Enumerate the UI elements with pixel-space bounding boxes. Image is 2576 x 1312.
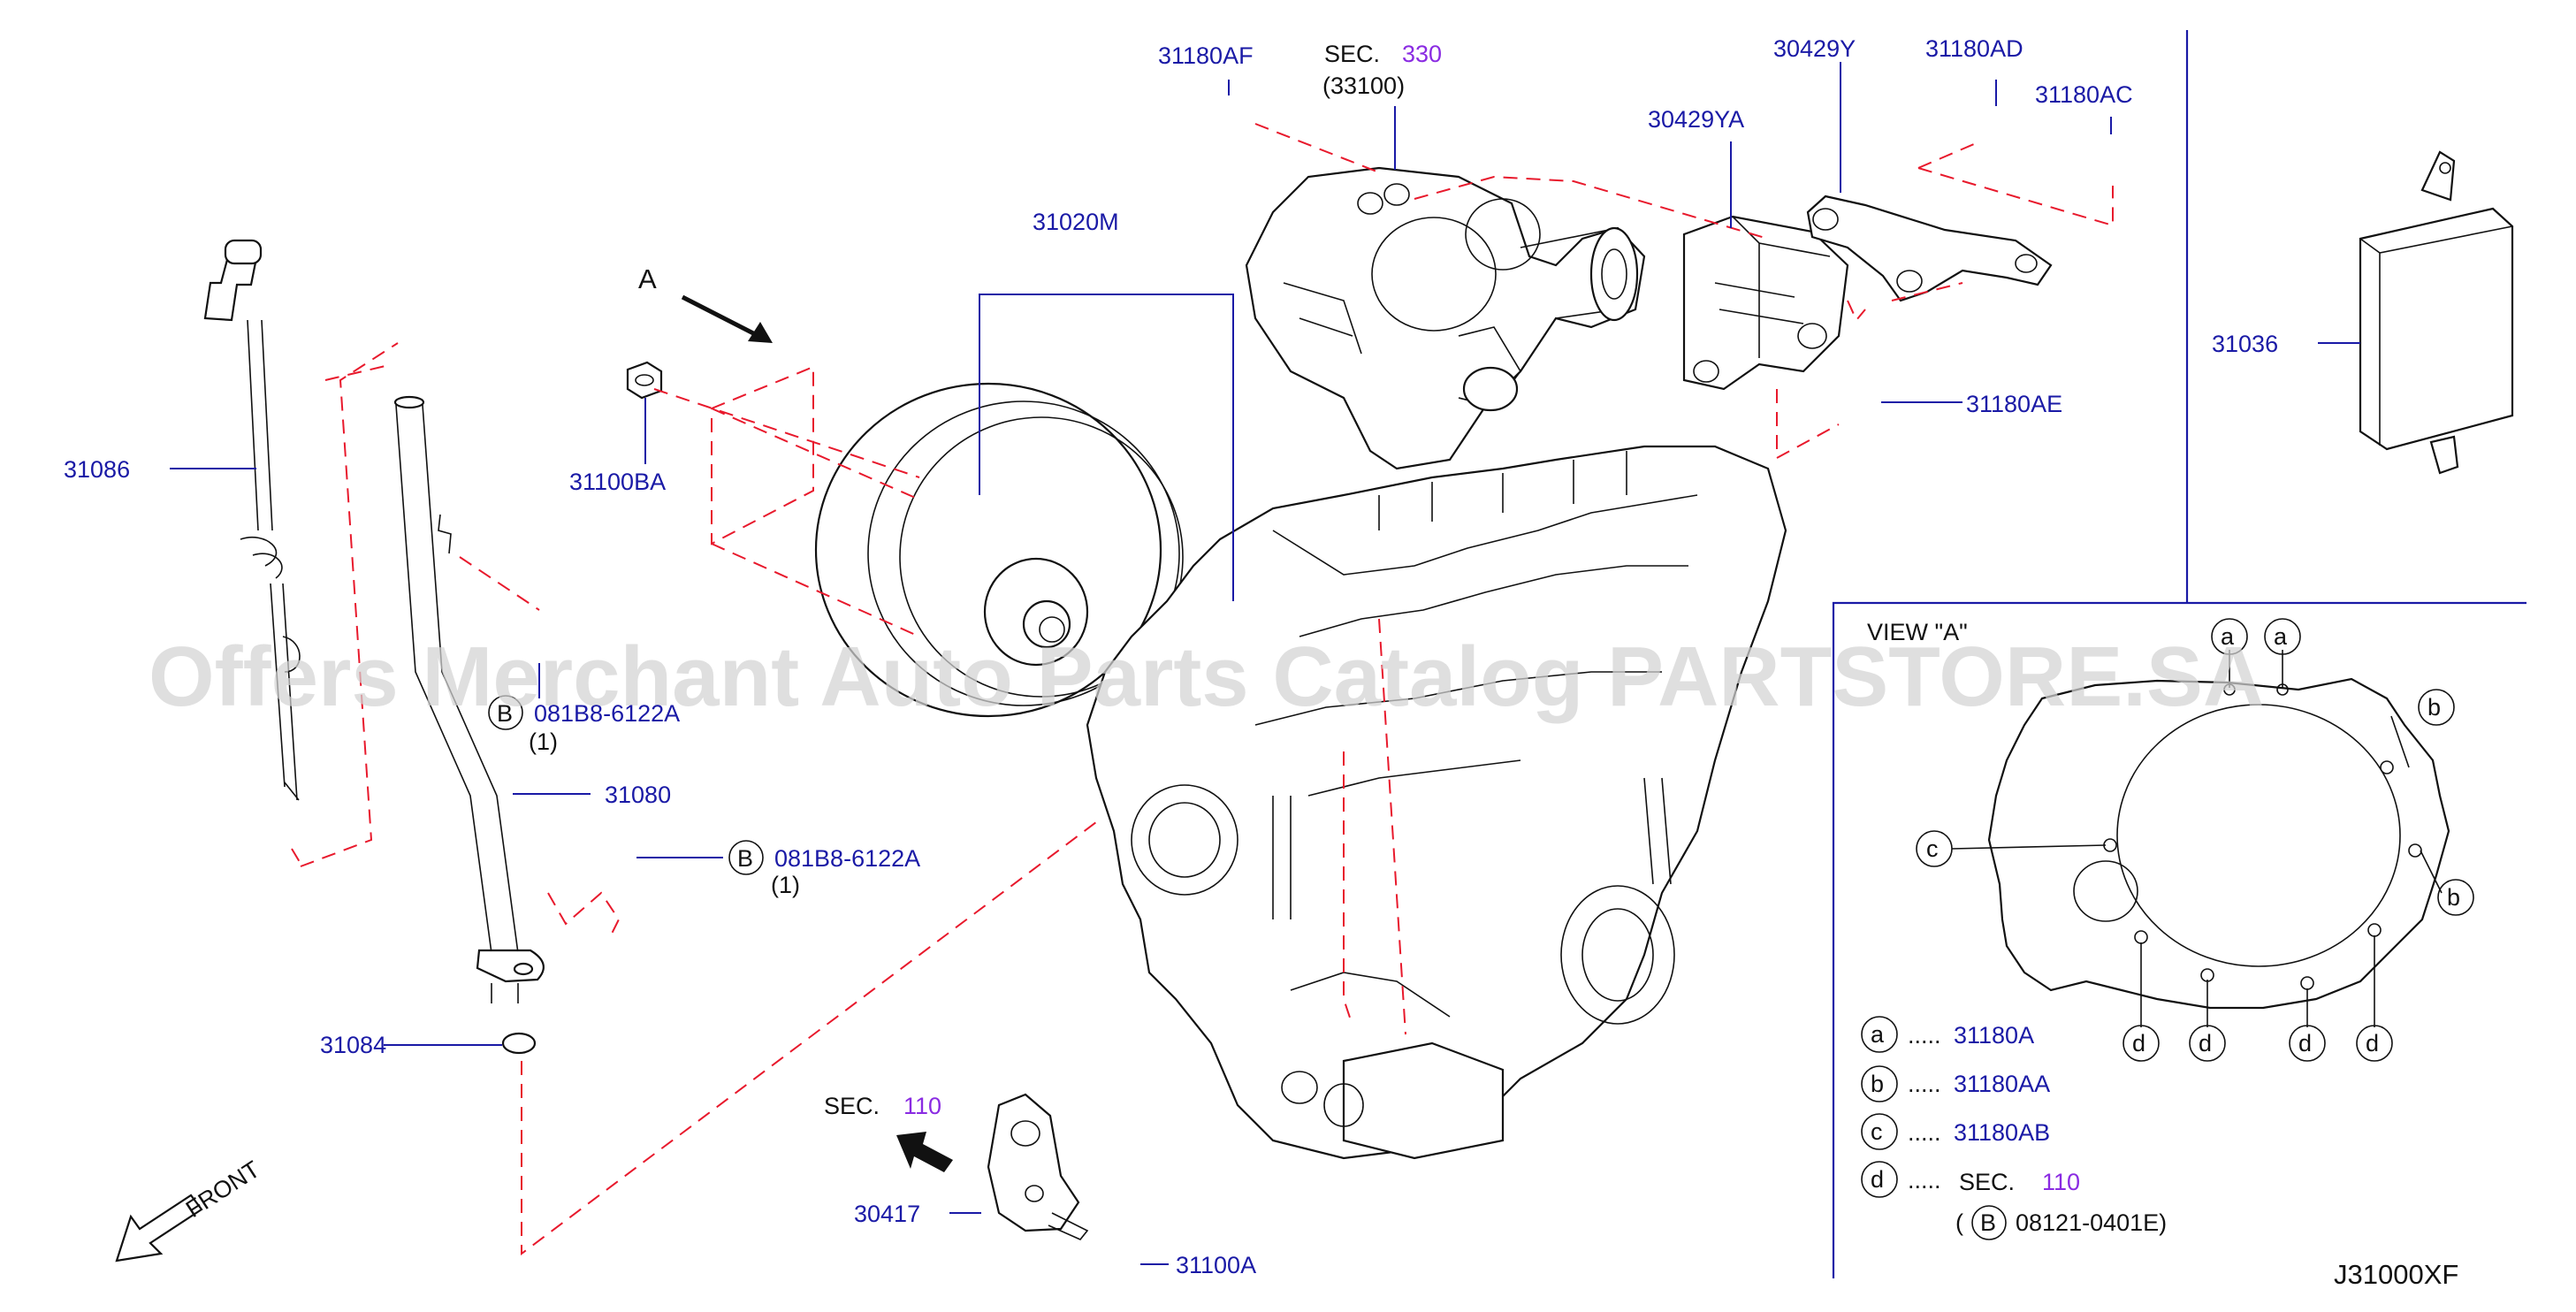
bolt-ref-1-qty: (1) bbox=[529, 728, 558, 755]
tcm-31036[interactable] bbox=[2359, 0, 2514, 475]
legend-dots: ..... bbox=[1908, 1071, 1941, 1097]
front-arrow-icon bbox=[115, 1194, 203, 1262]
label-31084[interactable]: 31084 bbox=[320, 1032, 386, 1058]
view-a-arrow-label: A bbox=[638, 263, 657, 294]
bracket-30417[interactable] bbox=[987, 1093, 1089, 1240]
letter-d: d bbox=[2132, 1030, 2145, 1056]
legend-dots: ..... bbox=[1908, 1167, 1941, 1194]
legend-dots: ..... bbox=[1908, 1119, 1941, 1146]
legend-letter: c bbox=[1871, 1118, 1883, 1145]
sec-110-prefix: SEC. bbox=[824, 1093, 880, 1119]
letter-a: a bbox=[2274, 623, 2288, 650]
letter-d: d bbox=[2199, 1030, 2212, 1056]
nut-31100BA[interactable] bbox=[626, 361, 663, 400]
sec-330-sub: (33100) bbox=[1322, 72, 1405, 99]
transfer-unit-33100[interactable] bbox=[1245, 166, 1646, 470]
legend-letter: b bbox=[1871, 1071, 1884, 1097]
sec110-arrow-icon bbox=[896, 1132, 953, 1172]
sec-330-link[interactable]: 330 bbox=[1402, 41, 1442, 67]
label-30429YA[interactable]: 30429YA bbox=[1648, 106, 1744, 133]
svg-text:B: B bbox=[737, 845, 753, 872]
letter-b: b bbox=[2427, 694, 2441, 721]
legend-letter: a bbox=[1871, 1021, 1885, 1048]
label-30417[interactable]: 30417 bbox=[854, 1201, 920, 1227]
svg-text:B: B bbox=[497, 700, 513, 727]
bolt-ref-2-qty: (1) bbox=[771, 872, 800, 898]
label-31020M[interactable]: 31020M bbox=[1033, 209, 1119, 235]
sec-330-prefix: SEC. bbox=[1324, 41, 1380, 67]
sec-110-link[interactable]: 110 bbox=[903, 1093, 941, 1119]
legend-sec-prefix: SEC. bbox=[1959, 1169, 2015, 1195]
legend-part-31180AB[interactable]: 31180AB bbox=[1954, 1119, 2050, 1146]
bracket-30429YA[interactable] bbox=[1682, 215, 1849, 391]
letter-a: a bbox=[2221, 623, 2235, 650]
view-letter-markers: a a b b c d d d d bbox=[1916, 618, 2474, 1062]
transaxle-31100A[interactable] bbox=[1086, 445, 1787, 1160]
front-label: FRONT bbox=[181, 1156, 264, 1223]
legend-row-a: a ..... 31180A bbox=[1861, 1016, 2034, 1053]
view-a-title: VIEW "A" bbox=[1867, 619, 1968, 645]
view-a-panel bbox=[1832, 30, 2526, 1278]
label-31180AC[interactable]: 31180AC bbox=[2035, 81, 2133, 108]
label-31036[interactable]: 31036 bbox=[2212, 331, 2278, 357]
legend-sec-110-link[interactable]: 110 bbox=[2042, 1169, 2080, 1195]
bolt-marker-1: B bbox=[488, 695, 523, 730]
bolt-marker-2: B bbox=[728, 840, 764, 875]
legend-row-b: b ..... 31180AA bbox=[1861, 1065, 2050, 1102]
label-31180AF[interactable]: 31180AF bbox=[1158, 42, 1254, 69]
bolt-ref-2[interactable]: 081B8-6122A bbox=[774, 845, 920, 872]
label-31100BA[interactable]: 31100BA bbox=[569, 469, 666, 495]
bolt-ref-1[interactable]: 081B8-6122A bbox=[534, 700, 680, 727]
diagram-id: J31000XF bbox=[2334, 1259, 2458, 1290]
legend-part-31180A[interactable]: 31180A bbox=[1954, 1022, 2034, 1049]
legend-sub-marker: B bbox=[1980, 1209, 1996, 1236]
label-31180AD[interactable]: 31180AD bbox=[1925, 35, 2023, 62]
legend-sub-open: ( bbox=[1955, 1209, 1963, 1236]
assembly-guide-lines bbox=[291, 123, 2114, 1256]
letter-d: d bbox=[2298, 1030, 2312, 1056]
letter-d: d bbox=[2366, 1030, 2379, 1056]
view-a-arrow bbox=[681, 294, 773, 343]
label-31080[interactable]: 31080 bbox=[605, 782, 671, 808]
label-31100A[interactable]: 31100A bbox=[1176, 1252, 1256, 1278]
legend-part-31180AA[interactable]: 31180AA bbox=[1954, 1071, 2050, 1097]
legend: a ..... 31180A b ..... 31180AA c ..... 3… bbox=[1861, 1016, 2167, 1240]
torque-converter-31020M[interactable] bbox=[814, 382, 1184, 718]
watermark: Offers Merchant Auto Parts Catalog PARTS… bbox=[149, 629, 2264, 724]
legend-row-c: c ..... 31180AB bbox=[1861, 1113, 2050, 1150]
filler-tube-31080[interactable] bbox=[393, 395, 545, 1003]
legend-row-d: d ..... SEC. 110 ( B 08121-0401E) bbox=[1861, 1161, 2167, 1240]
letter-b: b bbox=[2447, 884, 2460, 911]
letter-c: c bbox=[1926, 835, 1939, 862]
label-31180AE[interactable]: 31180AE bbox=[1966, 391, 2062, 417]
legend-letter: d bbox=[1871, 1166, 1884, 1193]
o-ring-31084[interactable] bbox=[501, 1032, 537, 1055]
dipstick-31086[interactable] bbox=[203, 239, 301, 801]
label-31086[interactable]: 31086 bbox=[64, 456, 130, 483]
legend-sub-part[interactable]: 08121-0401E) bbox=[2016, 1209, 2167, 1236]
bracket-30429Y[interactable] bbox=[1806, 195, 2053, 302]
label-30429Y[interactable]: 30429Y bbox=[1773, 35, 1856, 62]
legend-dots: ..... bbox=[1908, 1022, 1941, 1049]
leader-lines bbox=[170, 62, 2360, 1265]
